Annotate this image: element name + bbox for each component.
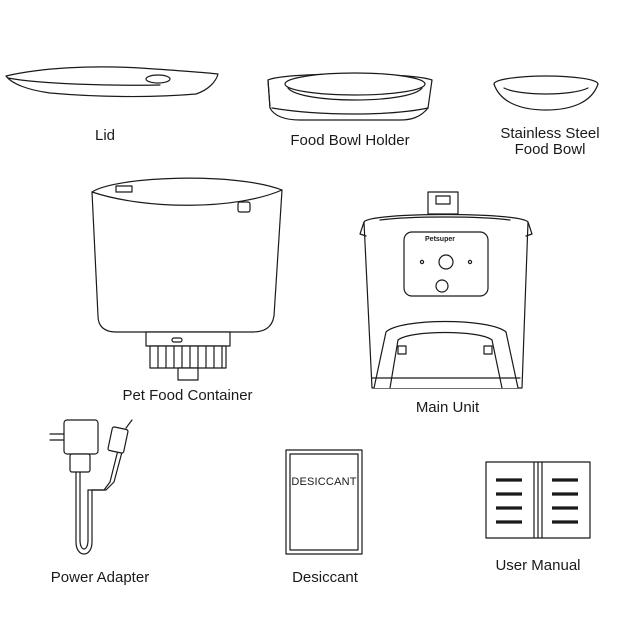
steel-bowl-label-line2: Food Bowl <box>514 141 586 158</box>
power-adapter-label: Power Adapter <box>50 569 150 586</box>
power-adapter-icon <box>44 410 144 570</box>
food-container-label: Pet Food Container <box>122 387 253 404</box>
user-manual-icon <box>482 460 594 542</box>
user-manual-label: User Manual <box>495 557 581 574</box>
desiccant-packet-text: DESICCANT <box>291 476 357 488</box>
food-container-icon <box>86 166 286 386</box>
main-unit-icon <box>350 192 540 394</box>
lid-label: Lid <box>94 127 116 144</box>
main-unit-label: Main Unit <box>415 399 480 416</box>
lid-icon <box>0 60 225 105</box>
brand-logo-text: Petsuper <box>425 236 455 243</box>
steel-bowl-icon <box>490 74 605 116</box>
steel-bowl-label-line1: Stainless Steel <box>500 125 600 142</box>
bowl-holder-label: Food Bowl Holder <box>290 132 410 149</box>
desiccant-label: Desiccant <box>292 569 358 586</box>
desiccant-packet-icon <box>282 448 366 558</box>
bowl-holder-icon <box>260 68 440 126</box>
